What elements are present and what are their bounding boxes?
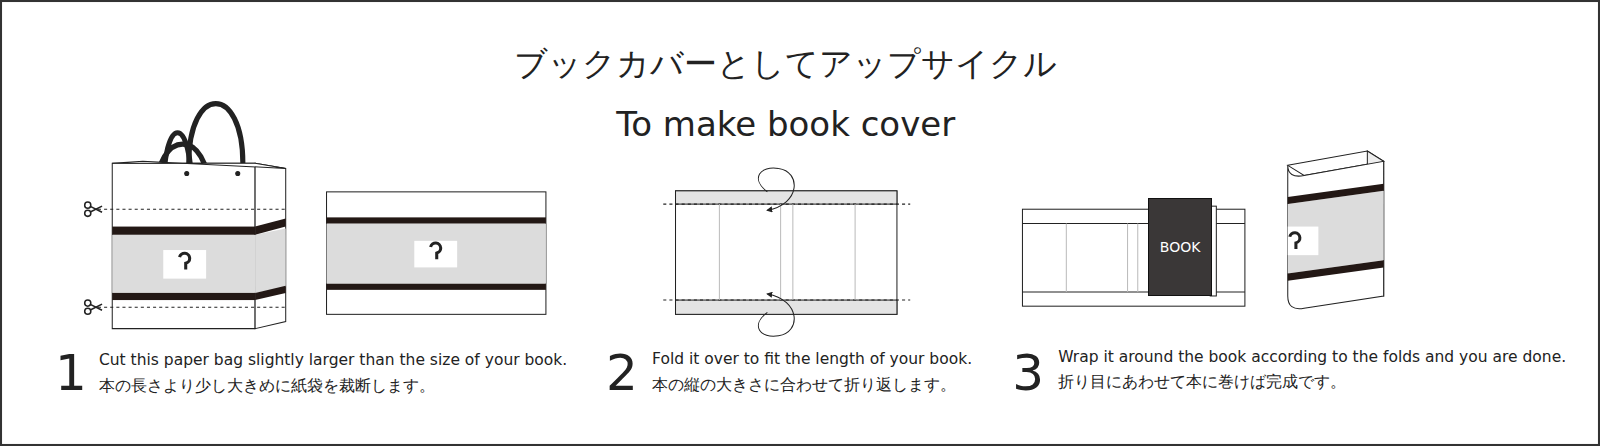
step-text: 本の長さより少し大きめに紙袋を裁断します。	[99, 378, 435, 396]
book-box: BOOK	[1148, 198, 1212, 296]
step-text: 折り目にあわせて本に巻けば完成です。	[1058, 374, 1346, 392]
step-text: Cut this paper bag slightly larger than …	[99, 352, 567, 370]
scissors	[85, 202, 102, 314]
step-text: Wrap it around the book according to the…	[1058, 349, 1566, 367]
step-text: Fold it over to fit the length of your b…	[652, 351, 972, 369]
book-label: BOOK	[1160, 239, 1201, 255]
subtitle: To make book cover	[616, 105, 955, 144]
step-number: 2	[606, 345, 638, 403]
covered-book	[1288, 151, 1384, 309]
paper-bag	[98, 104, 286, 329]
step-number: 3	[1012, 345, 1044, 403]
step-number: 1	[55, 345, 87, 403]
step-text: 本の縦の大きさに合わせて折り返します。	[652, 377, 956, 395]
fold-panel	[663, 168, 910, 336]
cut-panel	[327, 192, 546, 314]
title: ブックカバーとしてアップサイクル	[514, 45, 1057, 83]
